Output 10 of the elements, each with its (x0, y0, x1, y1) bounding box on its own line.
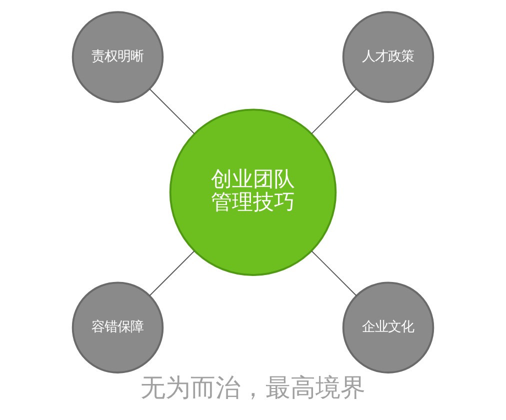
caption: 无为而治，最高境界 (140, 373, 366, 402)
connector (311, 88, 357, 134)
node-circle: 人才政策 (342, 11, 434, 103)
connector (311, 250, 357, 296)
connector (149, 250, 195, 296)
node-circle: 企业文化 (342, 282, 434, 374)
node-circle: 容错保障 (72, 282, 164, 374)
connector (149, 88, 195, 134)
node-circle: 责权明晰 (72, 11, 164, 103)
node-circle: 创业团队管理技巧 (169, 108, 337, 276)
